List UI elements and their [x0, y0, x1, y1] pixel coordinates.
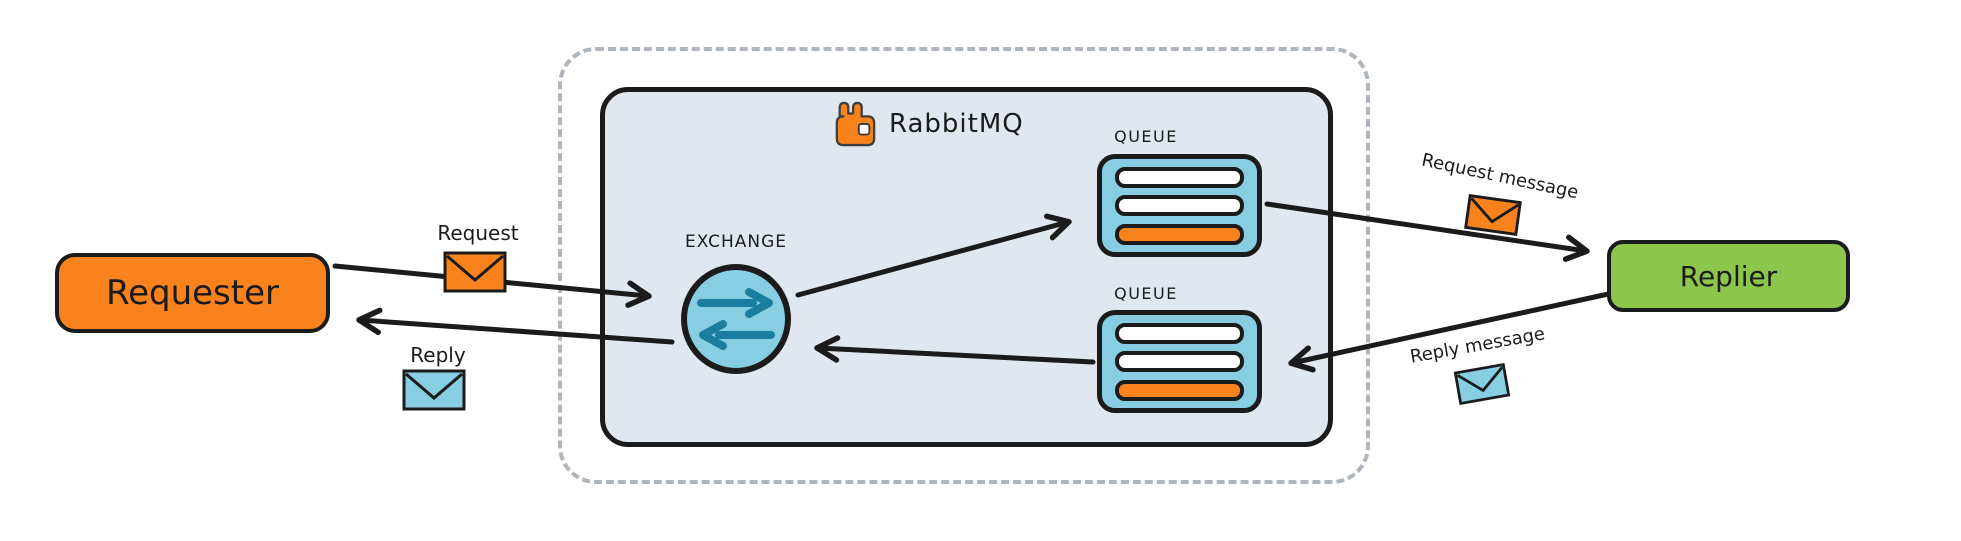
queue-message-bar: [1115, 195, 1244, 216]
broker-header: RabbitMQ: [833, 100, 1024, 148]
arrow-request-queue-to-replier: [1264, 201, 1590, 262]
exchange-label: EXCHANGE: [684, 232, 788, 252]
reply-queue-node: [1097, 310, 1262, 413]
request-envelope-icon: [443, 251, 507, 293]
queue-message-bar: [1115, 223, 1244, 245]
arrow-exchange-to-request-queue: [795, 213, 1072, 298]
arrow-exchange-to-requester: [356, 307, 675, 345]
broker-title: RabbitMQ: [889, 109, 1024, 139]
queue-message-bar: [1115, 351, 1244, 372]
request-queue-label: QUEUE: [1114, 127, 1178, 146]
queue-message-bar: [1115, 379, 1244, 401]
replier-node: Replier: [1607, 240, 1850, 312]
queue-message-bar: [1115, 322, 1244, 344]
reply-queue-label: QUEUE: [1114, 284, 1178, 303]
request-message-envelope-icon: [1464, 193, 1522, 237]
arrow-reply-queue-to-exchange: [814, 335, 1096, 365]
arrow-replier-to-reply-queue: [1288, 288, 1625, 373]
requester-label: Requester: [105, 273, 279, 313]
dashed-boundary: [558, 47, 1370, 484]
exchange-bidirectional-arrows-icon: [697, 288, 775, 350]
request-label: Request: [437, 221, 519, 245]
exchange-node: [681, 264, 791, 374]
reply-envelope-icon: [402, 369, 466, 411]
rabbitmq-logo-icon: [835, 101, 876, 147]
reply-message-envelope-icon: [1453, 362, 1511, 406]
queue-message-bar: [1115, 166, 1244, 188]
requester-node: Requester: [55, 253, 330, 333]
replier-label: Replier: [1679, 259, 1778, 293]
reply-label: Reply: [410, 343, 466, 367]
request-queue-node: [1097, 154, 1262, 257]
